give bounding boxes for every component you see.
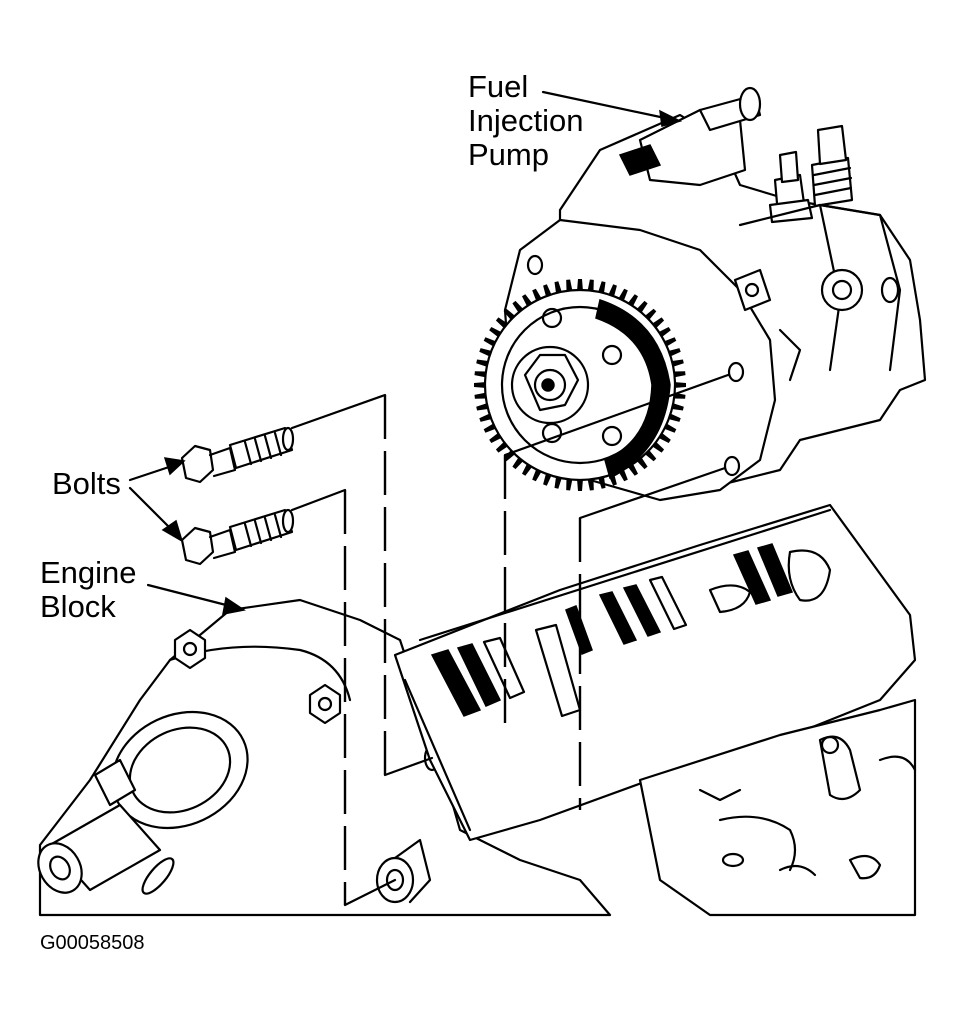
bolt-upper <box>180 426 295 484</box>
gear-tooth <box>543 284 552 297</box>
gear-tooth <box>476 359 489 367</box>
gear-tooth <box>476 403 489 411</box>
gear-tooth <box>532 469 542 482</box>
gear-tooth <box>474 392 486 399</box>
engine-block-drawing <box>37 503 917 917</box>
gear-tooth <box>522 294 532 307</box>
figure-code: G00058508 <box>40 932 145 954</box>
gear-tooth <box>598 281 606 294</box>
fuel-injection-pump-label: Fuel Injection Pump <box>468 70 583 172</box>
gear-tooth <box>675 382 686 388</box>
gear-tooth <box>554 281 562 294</box>
gear-tooth <box>566 279 573 291</box>
engine-block-label: Engine Block <box>40 556 137 624</box>
gear-tooth <box>474 382 485 388</box>
alignment-lines <box>290 373 730 907</box>
gear-tooth <box>554 476 562 489</box>
gear-tooth <box>566 479 573 491</box>
gear-tooth <box>483 337 496 347</box>
engine-block-label-line2: Block <box>40 589 116 624</box>
gear-tooth <box>489 327 502 337</box>
gear-tooth <box>628 294 638 307</box>
gear-tooth <box>522 463 532 476</box>
gear-tooth <box>668 348 681 357</box>
gear-tooth <box>474 371 486 378</box>
gear-tooth <box>587 479 594 491</box>
gear-tooth <box>479 413 492 422</box>
gear-tooth <box>532 288 542 301</box>
fuel-pump-label-line3: Pump <box>468 137 549 172</box>
gear-tooth <box>618 288 628 301</box>
gear-tooth <box>628 463 638 476</box>
gear-tooth <box>608 284 617 297</box>
fuel-pump-label-line2: Injection <box>468 103 584 138</box>
bolt-lower <box>180 508 295 566</box>
gear-tooth <box>577 480 583 491</box>
gear-tooth <box>671 403 684 411</box>
gear-tooth <box>658 433 671 443</box>
gear-tooth <box>483 423 496 433</box>
gear-tooth <box>664 423 677 433</box>
gear-tooth <box>479 348 492 357</box>
gear-tooth <box>664 337 677 347</box>
fuel-pump-label-line1: Fuel <box>468 69 529 104</box>
gear-tooth <box>489 433 502 443</box>
gear-tooth <box>668 413 681 422</box>
gear-tooth <box>577 279 583 290</box>
engine-block-label-line1: Engine <box>40 555 137 590</box>
bolts-label: Bolts <box>52 466 121 501</box>
gear-tooth <box>671 359 684 367</box>
gear-tooth <box>587 279 594 291</box>
gear-tooth <box>674 371 686 378</box>
leader-lines <box>128 90 683 615</box>
gear-tooth <box>543 473 552 486</box>
gear-tooth <box>658 327 671 337</box>
gear-tooth <box>598 476 606 489</box>
